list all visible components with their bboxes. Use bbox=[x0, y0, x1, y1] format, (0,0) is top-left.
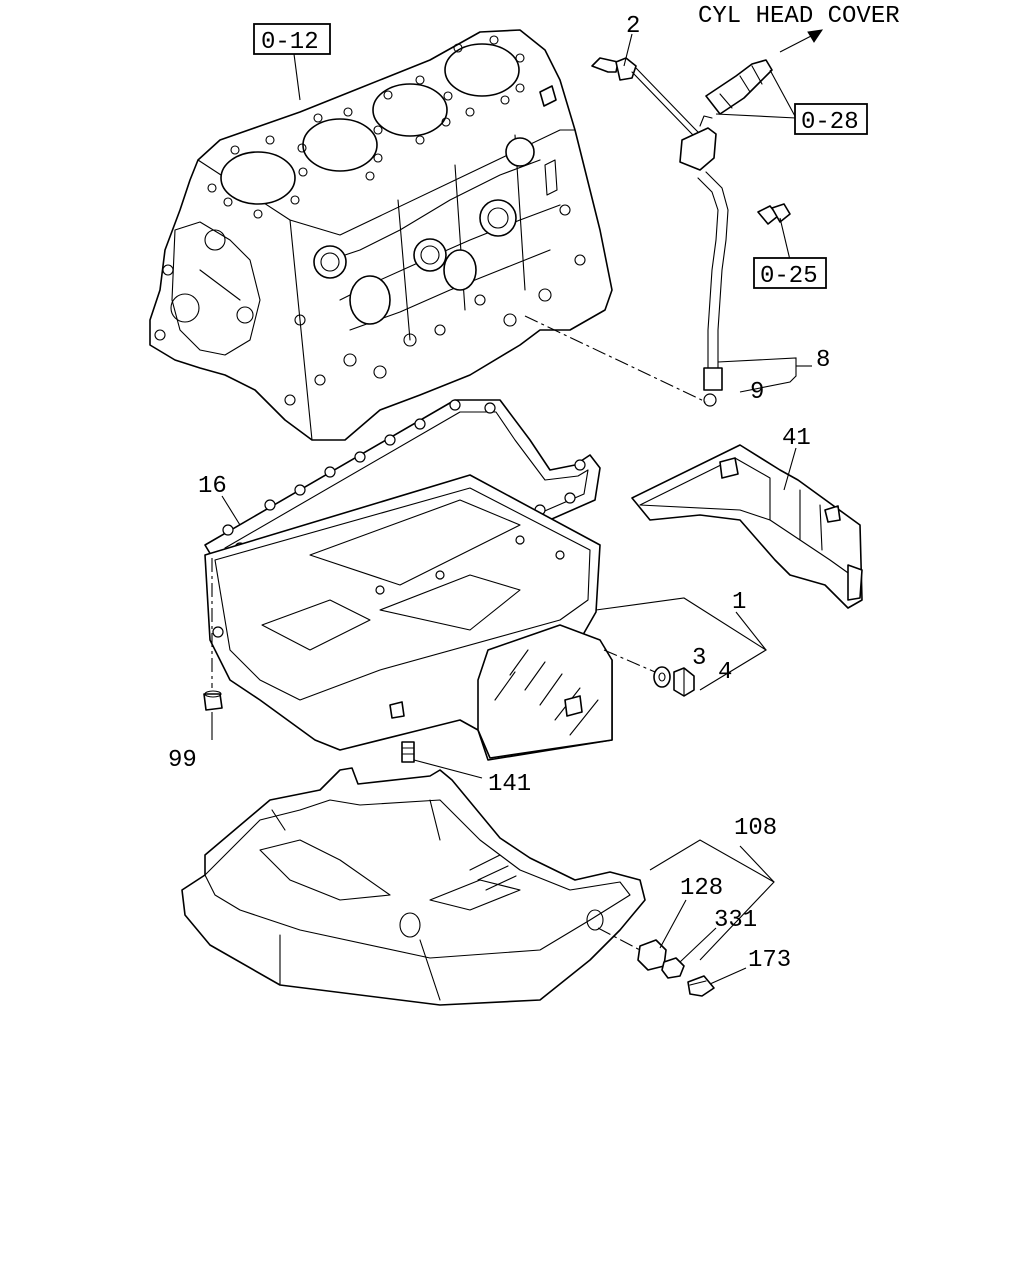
ref-box-0-28-label: 0-28 bbox=[801, 109, 859, 136]
callout-331: 331 bbox=[714, 907, 757, 934]
ref-box-0-28: 0-28 bbox=[794, 103, 868, 136]
callout-128: 128 bbox=[680, 875, 723, 902]
ref-box-0-25: 0-25 bbox=[753, 257, 827, 290]
callout-9: 9 bbox=[750, 379, 764, 406]
stud-bolt bbox=[401, 741, 415, 763]
ref-box-0-25-label: 0-25 bbox=[760, 263, 818, 290]
drain-plug-gasket bbox=[661, 957, 685, 979]
callout-41: 41 bbox=[782, 425, 811, 452]
callout-16: 16 bbox=[198, 473, 227, 500]
drain-plug-washer bbox=[653, 666, 671, 688]
callout-3: 3 bbox=[692, 645, 706, 672]
callout-141: 141 bbox=[488, 771, 531, 798]
callout-173: 173 bbox=[748, 947, 791, 974]
tube-bolt bbox=[757, 203, 791, 225]
lower-oil-pan bbox=[181, 767, 646, 1006]
cylinder-block bbox=[149, 29, 613, 441]
oil-pan-stiffener bbox=[631, 444, 863, 609]
callout-4: 4 bbox=[718, 659, 732, 686]
callout-108: 108 bbox=[734, 815, 777, 842]
callout-8: 8 bbox=[816, 347, 830, 374]
oil-pan bbox=[204, 474, 613, 761]
breather-hose bbox=[705, 59, 773, 115]
ref-box-0-12-label: 0-12 bbox=[261, 29, 319, 56]
oil-level-gauge-guide-tube bbox=[679, 115, 729, 407]
gasket-washer bbox=[203, 690, 223, 711]
leader-lines bbox=[211, 29, 824, 985]
callout-99: 99 bbox=[168, 747, 197, 774]
oil-level-gauge-dipstick bbox=[591, 57, 705, 143]
drain-bolt bbox=[687, 975, 715, 997]
drain-plug bbox=[673, 667, 695, 697]
callout-1: 1 bbox=[732, 589, 746, 616]
cyl-head-cover-note: CYL HEAD COVER bbox=[698, 3, 900, 30]
callout-2: 2 bbox=[626, 13, 640, 40]
ref-box-0-12: 0-12 bbox=[253, 23, 331, 56]
